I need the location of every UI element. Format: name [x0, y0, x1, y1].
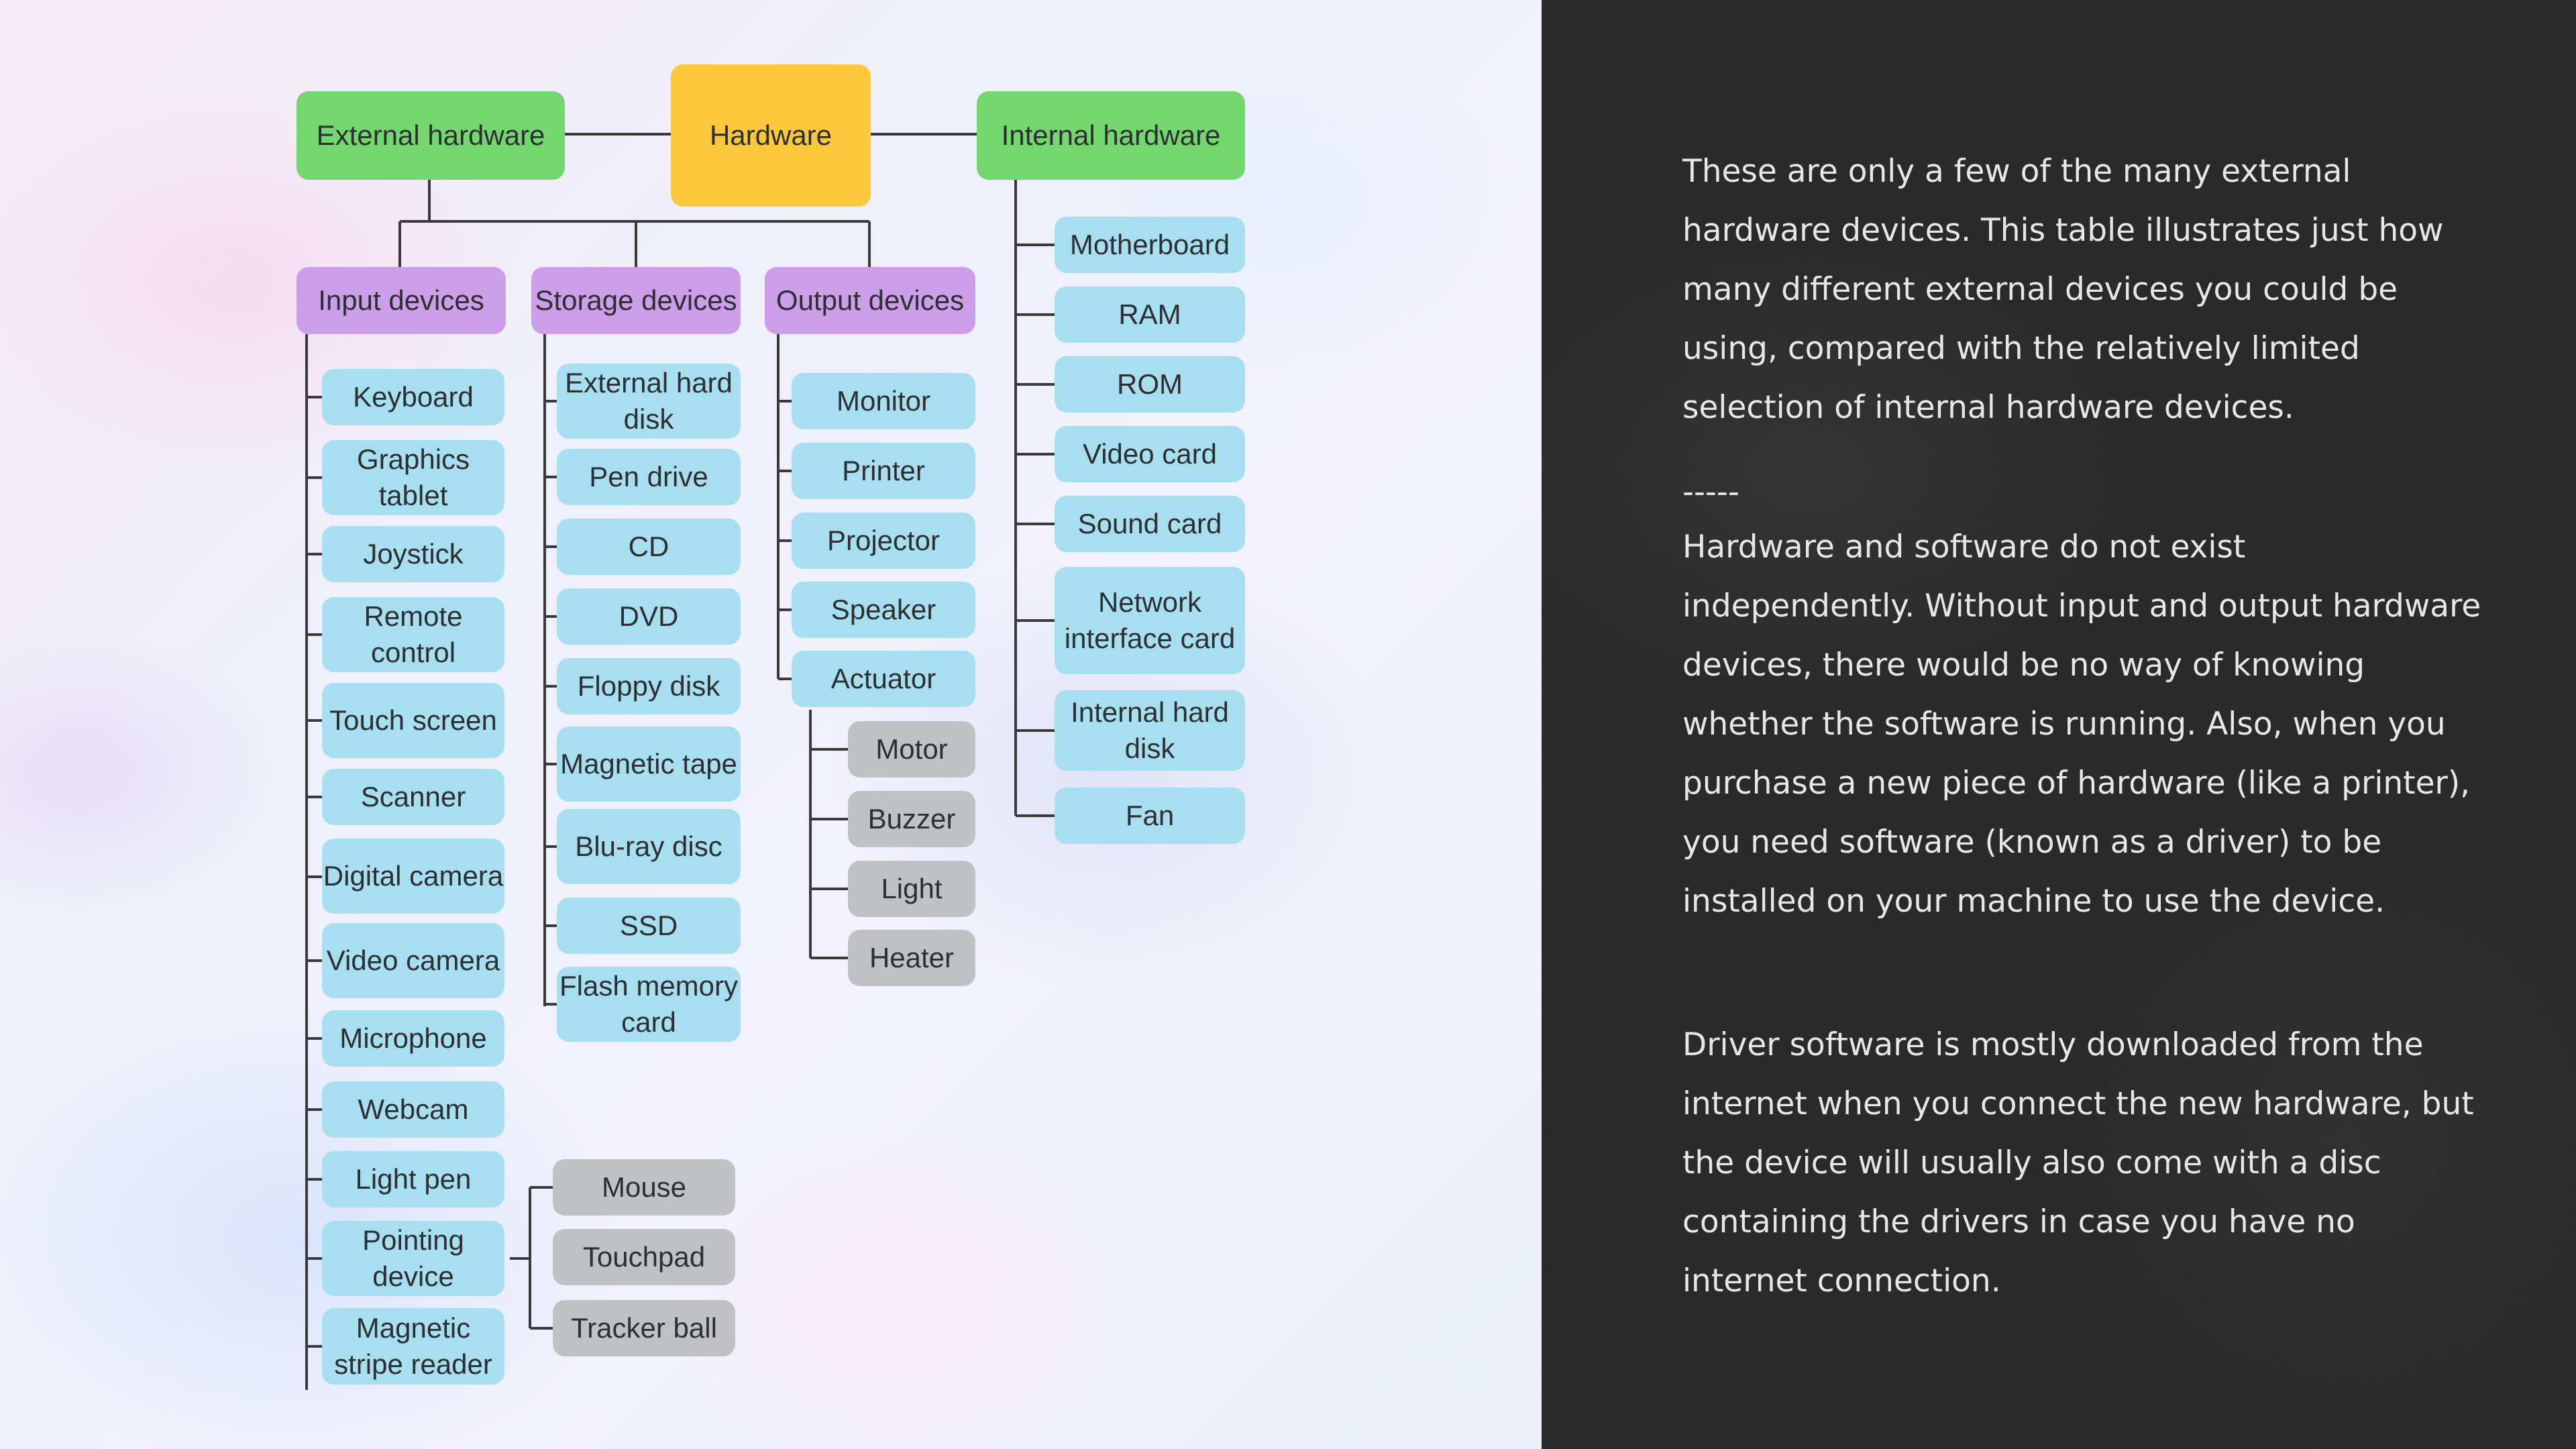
device-joystick: Joystick: [322, 526, 504, 582]
device-pointing-device: Pointing device: [322, 1221, 504, 1296]
device-microphone: Microphone: [322, 1010, 504, 1067]
input-devices-node: Input devices: [297, 267, 506, 334]
device-digital-camera: Digital camera: [322, 839, 504, 914]
device-network-interface-card: Network interface card: [1055, 567, 1245, 674]
device-touchpad: Touchpad: [553, 1229, 735, 1285]
device-motor: Motor: [848, 721, 975, 777]
device-touch-screen: Touch screen: [322, 683, 504, 758]
internal-hardware-node: Internal hardware: [977, 91, 1245, 180]
device-heater: Heater: [848, 930, 975, 986]
device-cd: CD: [557, 519, 741, 575]
paragraph-driver-software: Driver software is mostly downloaded fro…: [1682, 1026, 2474, 1299]
device-floppy-disk: Floppy disk: [557, 658, 741, 714]
device-sound-card: Sound card: [1055, 496, 1245, 552]
device-dvd: DVD: [557, 588, 741, 645]
text-panel: These are only a few of the many externa…: [1542, 0, 2576, 1449]
paragraph-external-devices: These are only a few of the many externa…: [1682, 153, 2444, 426]
divider-text: -----: [1682, 474, 1739, 511]
device-light-pen: Light pen: [322, 1151, 504, 1208]
device-webcam: Webcam: [322, 1081, 504, 1138]
diagram-panel: External hardware Hardware Internal hard…: [0, 0, 1542, 1449]
device-tracker-ball: Tracker ball: [553, 1300, 735, 1356]
device-buzzer: Buzzer: [848, 791, 975, 847]
device-magnetic-tape: Magnetic tape: [557, 727, 741, 802]
device-speaker: Speaker: [792, 582, 975, 638]
device-mouse: Mouse: [553, 1159, 735, 1216]
device-rom: ROM: [1055, 356, 1245, 413]
device-ssd: SSD: [557, 898, 741, 954]
device-actuator: Actuator: [792, 651, 975, 707]
device-ram: RAM: [1055, 286, 1245, 343]
device-keyboard: Keyboard: [322, 369, 504, 425]
paper-texture: [1542, 0, 2576, 1449]
external-hardware-node: External hardware: [297, 91, 565, 180]
device-blu-ray-disc: Blu-ray disc: [557, 809, 741, 884]
device-light: Light: [848, 861, 975, 917]
device-printer: Printer: [792, 443, 975, 499]
device-remote-control: Remote control: [322, 597, 504, 672]
device-monitor: Monitor: [792, 373, 975, 429]
device-flash-memory-card: Flash memory card: [557, 967, 741, 1042]
device-scanner: Scanner: [322, 769, 504, 825]
device-fan: Fan: [1055, 788, 1245, 844]
device-internal-hard-disk: Internal hard disk: [1055, 690, 1245, 771]
hardware-root-node: Hardware: [671, 64, 871, 207]
device-projector: Projector: [792, 513, 975, 569]
device-motherboard: Motherboard: [1055, 217, 1245, 273]
paragraph-hardware-software: Hardware and software do not exist indep…: [1682, 529, 2481, 920]
device-graphics-tablet: Graphics tablet: [322, 440, 504, 515]
device-external-hard-disk: External hard disk: [557, 364, 741, 439]
device-video-camera: Video camera: [322, 923, 504, 998]
output-devices-node: Output devices: [765, 267, 975, 334]
device-magnetic-stripe-reader: Magnetic stripe reader: [322, 1308, 504, 1385]
connector-lines: [305, 133, 1055, 1390]
device-video-card: Video card: [1055, 426, 1245, 482]
storage-devices-node: Storage devices: [531, 267, 741, 334]
device-pen-drive: Pen drive: [557, 449, 741, 505]
